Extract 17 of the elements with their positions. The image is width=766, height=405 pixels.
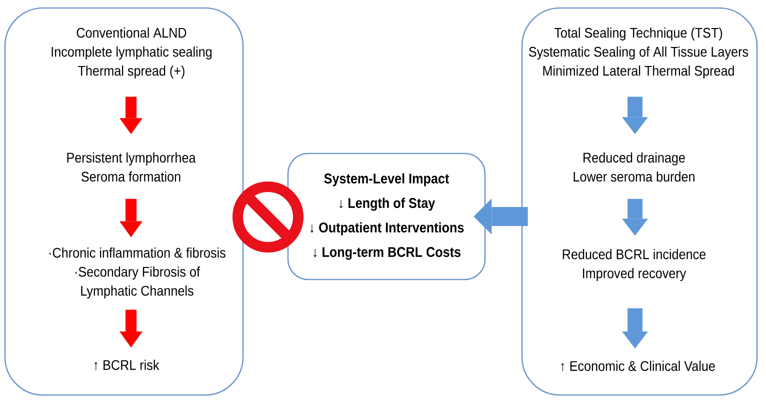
- panel-box: [521, 7, 758, 396]
- step-text: Reduced drainage Lower seroma burden: [574, 152, 694, 182]
- block-arrow: [622, 96, 648, 134]
- step-text: Persistent lymphorrhea Seroma formation: [67, 152, 196, 182]
- step-text: ↑ Economic & Clinical Value: [561, 360, 715, 372]
- step-text: ·Chronic inflammation & fibrosis ·Secondary Fibrosis of Lymphatic Channels: [50, 247, 226, 299]
- step-text: Total Sealing Technique (TST) Systematic Sealing of All Tissue Layers Minimized Lateral Thermal Spread: [529, 27, 748, 79]
- block-arrow: [120, 96, 142, 134]
- block-arrow: [622, 198, 648, 236]
- block-arrow: [120, 310, 142, 348]
- step-text: Conventional ALND Incomplete lymphatic sealing Thermal spread (+): [52, 27, 212, 79]
- step-text: ↑ BCRL risk: [94, 360, 160, 370]
- block-arrow: [622, 308, 648, 349]
- block-arrow: [474, 198, 528, 234]
- panel-box: [4, 7, 244, 396]
- block-arrow: [120, 198, 142, 238]
- step-text: Reduced BCRL incidence Improved recovery: [562, 248, 706, 282]
